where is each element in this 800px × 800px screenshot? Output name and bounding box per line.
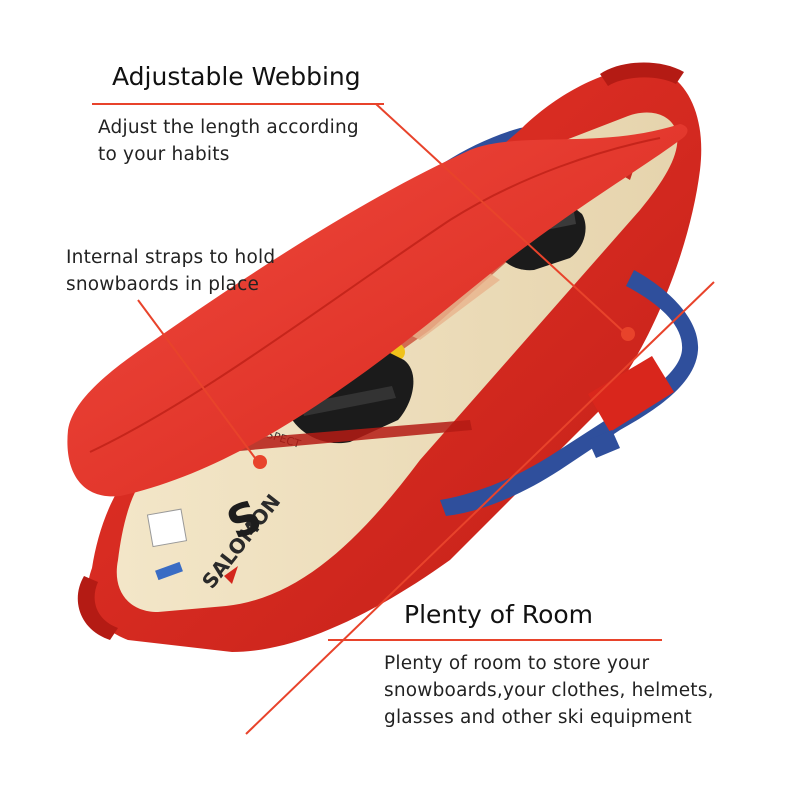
shoulder-pad <box>588 356 674 432</box>
internal-strap <box>226 420 472 452</box>
straps-callout-description: Internal straps to hold snowbaords in pl… <box>66 244 275 298</box>
bottom-handle <box>77 576 118 640</box>
top-handle <box>600 62 684 86</box>
room-callout-description: Plenty of room to store your snowboards,… <box>384 650 714 731</box>
room-description-line: glasses and other ski equipment <box>384 707 692 728</box>
straps-leader-line <box>137 299 259 463</box>
room-leader-line <box>245 281 715 735</box>
webbing-marker-dot <box>621 327 635 341</box>
webbing-description-line: to your habits <box>98 144 230 165</box>
webbing-callout-title: Adjustable Webbing <box>112 62 361 91</box>
straps-description-line: Internal straps to hold <box>66 247 276 268</box>
room-description-line: snowboards,your clothes, helmets, <box>384 680 714 701</box>
webbing-leader-line <box>375 103 627 335</box>
webbing-callout-description: Adjust the length according to your habi… <box>98 114 359 168</box>
bag-flap <box>67 124 688 497</box>
room-description-line: Plenty of room to store your <box>384 653 650 674</box>
callout-lines <box>92 103 715 735</box>
straps-marker-dot <box>253 455 267 469</box>
room-callout-title: Plenty of Room <box>404 600 594 629</box>
straps-description-line: snowbaords in place <box>66 274 260 295</box>
webbing-description-line: Adjust the length according <box>98 117 359 138</box>
